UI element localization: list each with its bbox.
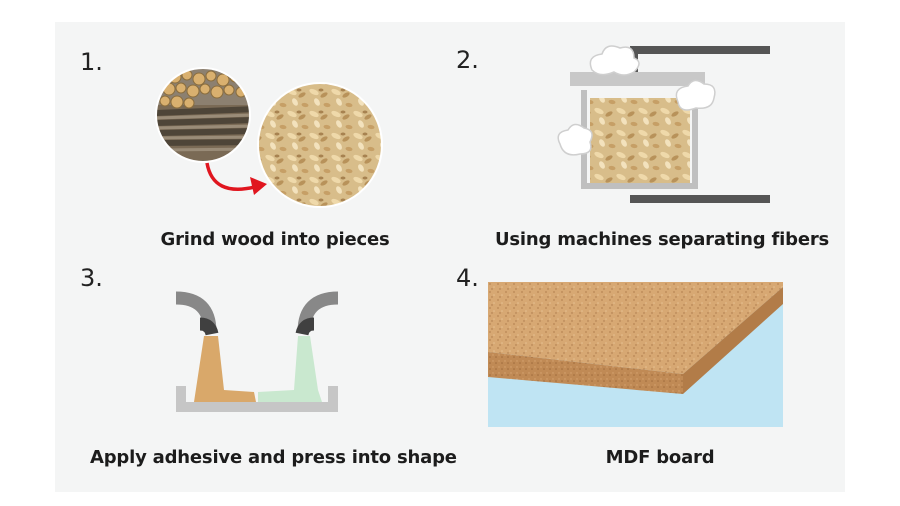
green-adhesive-stream xyxy=(258,336,322,402)
step-1-caption: Grind wood into pieces xyxy=(160,229,390,250)
step-3-number: 3. xyxy=(80,264,103,292)
step-4-number: 4. xyxy=(456,264,479,292)
step-2-number: 2. xyxy=(456,46,479,74)
step-1-number: 1. xyxy=(80,48,103,76)
log-pile xyxy=(156,68,250,162)
step-4-illustration xyxy=(488,282,783,427)
step-1-illustration xyxy=(155,67,383,208)
tan-nozzle xyxy=(175,291,219,336)
wood-chips xyxy=(258,83,382,207)
board-top-face xyxy=(488,282,783,374)
step-4-caption: MDF board xyxy=(605,447,715,468)
step-2-caption: Using machines separating fibers xyxy=(495,229,830,250)
steam-clouds xyxy=(557,45,716,156)
mold-tray xyxy=(176,386,338,412)
press-plate xyxy=(570,72,705,86)
step-2-illustration xyxy=(557,45,770,203)
fiber-block xyxy=(590,98,690,183)
step-3-caption: Apply adhesive and press into shape xyxy=(90,447,457,468)
board-front-edge xyxy=(488,352,683,394)
step-3-illustration xyxy=(175,291,339,412)
red-arrow-icon xyxy=(205,162,267,195)
board-side-edge xyxy=(683,287,783,394)
green-nozzle xyxy=(295,291,339,336)
tan-adhesive-stream xyxy=(194,336,256,402)
